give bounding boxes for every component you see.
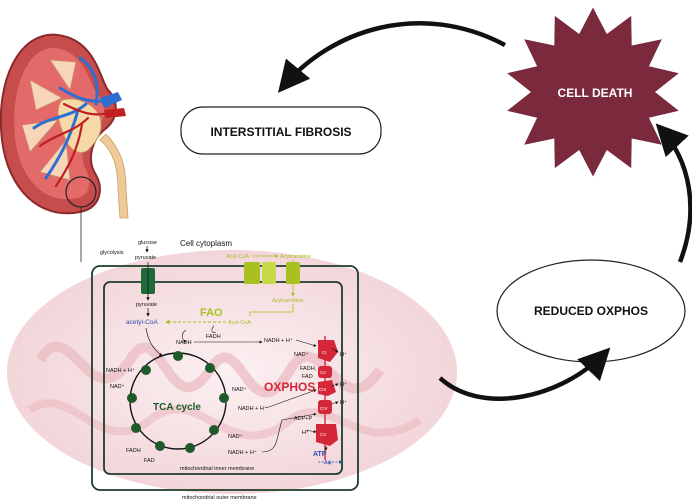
complex-3 xyxy=(318,380,336,396)
complex-1-label: CI xyxy=(322,350,327,355)
tca-node xyxy=(219,393,229,403)
inner-membrane-label: mitochondrial inner membrane xyxy=(180,466,254,472)
pyruvate-top-label: pyruvate xyxy=(135,255,156,261)
glucose-label: glucose xyxy=(138,240,157,246)
glycolysis-label: glycolysis xyxy=(100,250,124,256)
pyruvate-inner-label: pyruvate xyxy=(136,302,157,308)
oxphos-h4-label: H⁺ xyxy=(302,429,309,436)
tca-node xyxy=(131,423,141,433)
tca-node xyxy=(155,441,165,451)
oxphos-fadh-label: FADH, xyxy=(300,366,317,372)
tca-fad-left: FAD xyxy=(144,458,155,464)
outer-membrane-box xyxy=(91,265,359,491)
tca-nodes xyxy=(127,351,229,453)
fao-label: FAO xyxy=(200,307,223,319)
complex-2-label: CII xyxy=(320,370,326,375)
tca-nadh-left: NADH + H⁺ xyxy=(106,367,135,374)
acylcarnitine-inner-label: Acylcarnitine xyxy=(272,298,303,304)
oxphos-nad-label: NAD⁺ xyxy=(294,351,309,358)
tca-nadh-right: NADH + H⁺ xyxy=(238,405,267,412)
tca-nad-plus-bottom: NAD⁺ xyxy=(228,433,243,440)
tca-node xyxy=(185,443,195,453)
interstitial-fibrosis-node: INTERSTITIAL FIBROSIS xyxy=(180,106,382,155)
reduced-oxphos-node: REDUCED OXPHOS xyxy=(496,259,686,363)
nadh-fao-label: NADH xyxy=(176,340,192,346)
fadh2-fao-label: FADH xyxy=(206,334,221,340)
mitochondrion-background xyxy=(7,250,457,494)
inner-membrane-box xyxy=(103,281,343,475)
arrow-mito-to-reduced-oxphos xyxy=(438,347,611,401)
complex-1 xyxy=(318,340,338,362)
adp-label: ADP+P xyxy=(294,416,313,422)
cell-cytoplasm-label: Cell cytoplasm xyxy=(180,239,232,248)
oxphos-h1-label: H⁺ xyxy=(340,351,347,358)
tca-fadh-left: FADH xyxy=(126,448,141,454)
arrow-oxphos-to-cell-death xyxy=(655,123,692,263)
outer-membrane-label: mitochondrial outer membrane xyxy=(182,495,257,501)
tca-nad-plus-left: NAD⁺ xyxy=(110,383,125,390)
complex-4-label: CIV xyxy=(320,406,328,411)
cpt1-transporter xyxy=(244,262,260,284)
tca-nadh-bottom: NADH + H⁺ xyxy=(228,449,257,456)
oxphos-label: OXPHOS xyxy=(264,380,315,394)
reduced-oxphos-label: REDUCED OXPHOS xyxy=(534,304,648,318)
tca-cycle: TCA cycle xyxy=(127,351,229,453)
tca-nad-plus-right: NAD⁺ xyxy=(232,386,247,393)
atp-label: ATP xyxy=(313,451,327,458)
acyl-coa-top-label: Acyl-CoA xyxy=(226,254,249,260)
tca-cycle-label: TCA cycle xyxy=(153,402,201,413)
acyl-coa-inner-label: Acyl-CoA xyxy=(228,320,251,326)
complex-5-label: CV xyxy=(320,432,326,437)
interstitial-fibrosis-label: INTERSTITIAL FIBROSIS xyxy=(210,125,351,139)
complex-2 xyxy=(318,366,332,378)
cell-death-label: CELL DEATH xyxy=(558,86,633,100)
oxphos-h2-label: H⁺ xyxy=(340,381,347,388)
complex-4 xyxy=(318,400,332,414)
electron-transport-chain: CI CII CIII CIV CV xyxy=(316,336,338,460)
nadh-h-top-label: NADH + H⁺ xyxy=(264,337,293,344)
acetyl-coa-label: acetyl-CoA xyxy=(126,319,158,326)
tca-node xyxy=(205,363,215,373)
kidney-illustration xyxy=(0,33,129,262)
tca-node xyxy=(173,351,183,361)
tca-node xyxy=(209,425,219,435)
oxphos-fad-label: FAD xyxy=(302,374,313,380)
cact-transporter xyxy=(262,262,276,284)
arrow-cell-death-to-fibrosis xyxy=(277,21,507,93)
tca-node xyxy=(127,393,137,403)
cell-death-node: CELL DEATH xyxy=(507,7,679,177)
tca-node xyxy=(141,365,151,375)
complex-3-label: CIII xyxy=(319,387,326,392)
oxphos-h3-label: H⁺ xyxy=(340,399,347,406)
complex-5 xyxy=(316,424,338,446)
delta-psi-label: Δψ xyxy=(324,460,332,466)
acylcarnitine-top-label: Acylcarnitine xyxy=(280,254,311,260)
